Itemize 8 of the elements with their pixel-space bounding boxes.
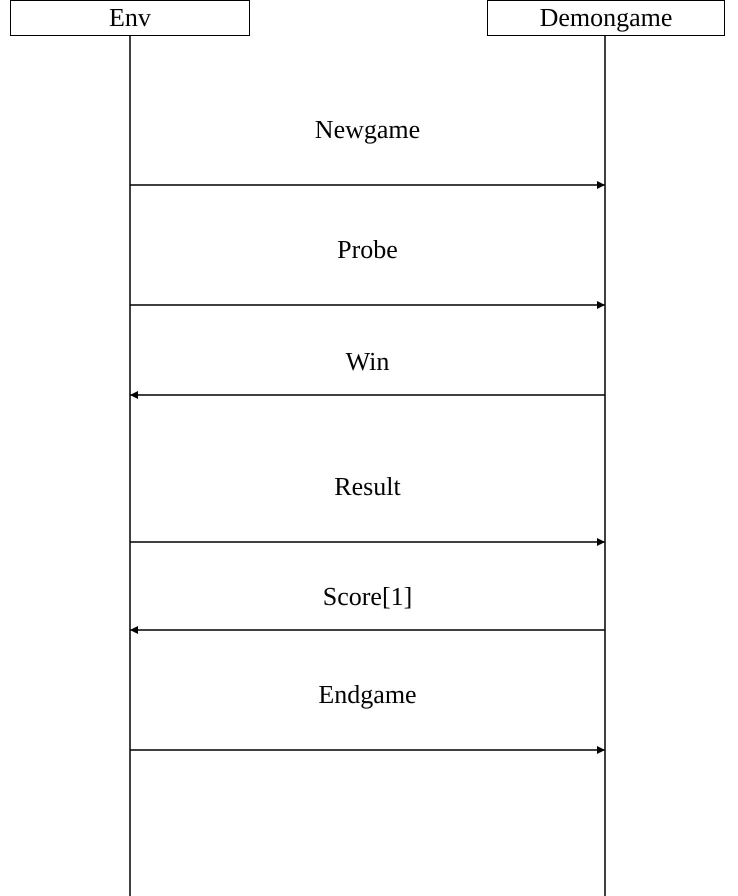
- message-arrow: [130, 391, 605, 399]
- participant-box: Demongame: [487, 0, 725, 36]
- message-arrow: [130, 626, 605, 634]
- message-arrow: [130, 746, 605, 754]
- participant-box: Env: [10, 0, 250, 36]
- message-arrow: [130, 181, 605, 189]
- message-arrow: [130, 538, 605, 546]
- message-arrow: [130, 301, 605, 309]
